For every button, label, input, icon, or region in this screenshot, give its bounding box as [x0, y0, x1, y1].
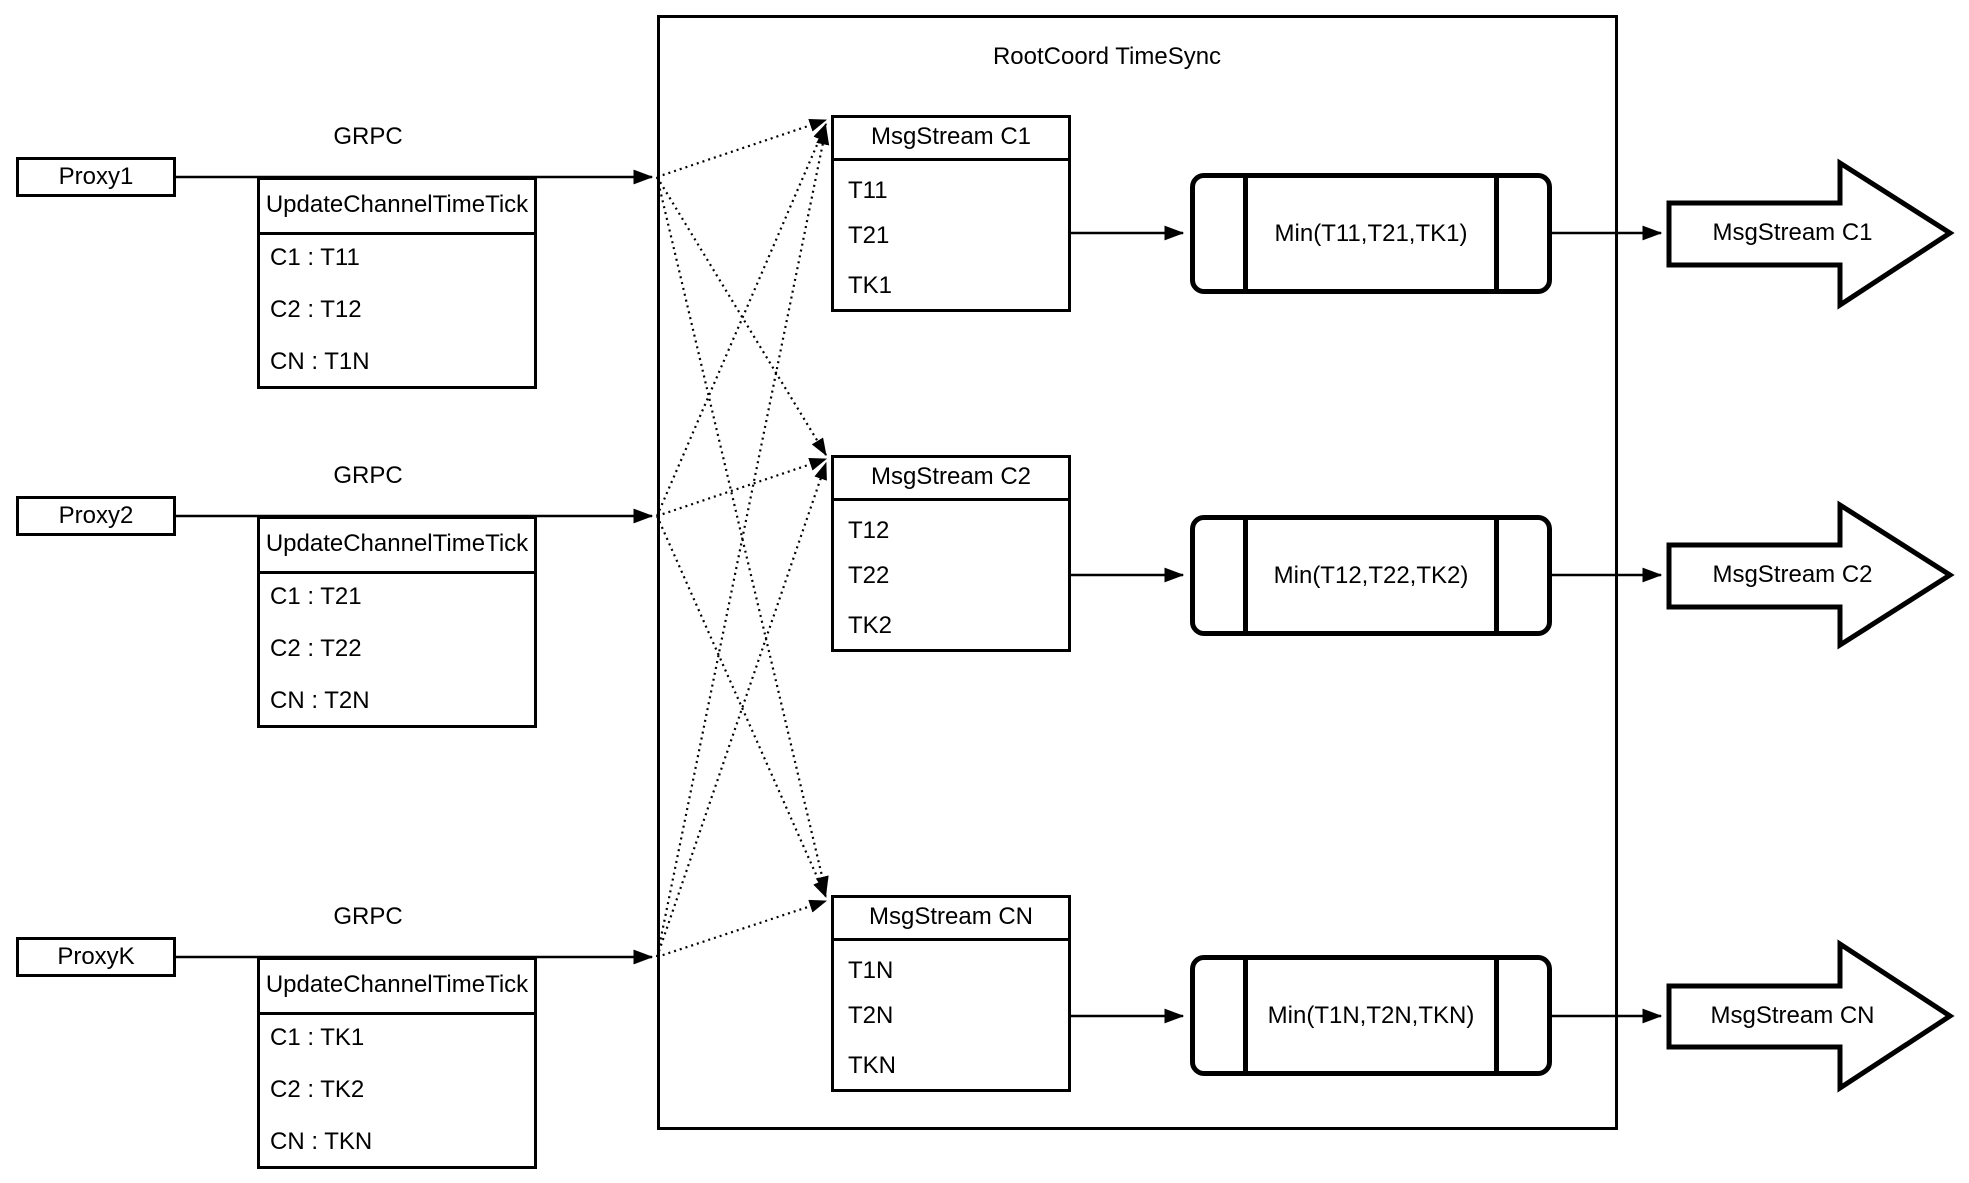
output-arrow-label-3: MsgStream CN	[1710, 1002, 1875, 1029]
proxy-box-2: Proxy2	[16, 496, 176, 536]
min-process-box-1: Min(T11,T21,TK1)	[1190, 173, 1552, 294]
grpc-label-3: GRPC	[333, 903, 403, 930]
process-divider	[1494, 960, 1499, 1071]
msgstream-table-1: MsgStream C1 T11 T21 TK1	[831, 115, 1071, 312]
msgstream-table-header: MsgStream C2	[834, 458, 1068, 501]
min-label: Min(T11,T21,TK1)	[1274, 219, 1468, 247]
msgstream-table-header: MsgStream C1	[834, 118, 1068, 161]
update-table-header: UpdateChannelTimeTick	[260, 180, 534, 235]
proxy-box-3: ProxyK	[16, 937, 176, 977]
proxy-box-1: Proxy1	[16, 157, 176, 197]
update-table-entry: CN : T2N	[270, 687, 370, 714]
update-timetick-table-2: UpdateChannelTimeTick C1 : T21 C2 : T22 …	[257, 516, 537, 728]
update-table-entry: CN : T1N	[270, 348, 370, 375]
msgstream-table-entry: T11	[848, 177, 888, 204]
grpc-label-2: GRPC	[333, 462, 403, 489]
min-label: Min(T1N,T2N,TKN)	[1267, 1001, 1475, 1029]
update-timetick-table-3: UpdateChannelTimeTick C1 : TK1 C2 : TK2 …	[257, 957, 537, 1169]
msgstream-table-entry: T21	[848, 222, 890, 249]
update-table-entry: C1 : TK1	[270, 1024, 365, 1051]
update-table-entry: C2 : TK2	[270, 1076, 365, 1103]
msgstream-table-entry: T12	[848, 517, 890, 544]
update-table-entry: C2 : T22	[270, 635, 362, 662]
update-table-entry: C2 : T12	[270, 296, 362, 323]
msgstream-table-entry: T22	[848, 562, 890, 589]
msgstream-table-entry: T1N	[848, 957, 894, 984]
output-arrow-label-1: MsgStream C1	[1712, 219, 1873, 246]
update-table-entry: C1 : T21	[270, 583, 362, 610]
process-divider	[1494, 178, 1499, 289]
process-divider	[1494, 520, 1499, 631]
min-process-box-2: Min(T12,T22,TK2)	[1190, 515, 1552, 636]
process-divider	[1243, 960, 1248, 1071]
msgstream-table-entry: TK2	[848, 612, 893, 639]
msgstream-table-entry: TKN	[848, 1052, 896, 1079]
process-divider	[1243, 178, 1248, 289]
min-label: Min(T12,T22,TK2)	[1273, 561, 1469, 589]
update-timetick-table-1: UpdateChannelTimeTick C1 : T11 C2 : T12 …	[257, 177, 537, 389]
update-table-entry: CN : TKN	[270, 1128, 373, 1155]
msgstream-table-entry: TK1	[848, 272, 893, 299]
process-divider	[1243, 520, 1248, 631]
update-table-header: UpdateChannelTimeTick	[260, 960, 534, 1015]
msgstream-table-3: MsgStream CN T1N T2N TKN	[831, 895, 1071, 1092]
update-table-header: UpdateChannelTimeTick	[260, 519, 534, 574]
msgstream-table-header: MsgStream CN	[834, 898, 1068, 941]
min-process-box-3: Min(T1N,T2N,TKN)	[1190, 955, 1552, 1076]
grpc-label-1: GRPC	[333, 123, 403, 150]
output-arrow-label-2: MsgStream C2	[1712, 561, 1873, 588]
update-table-entry: C1 : T11	[270, 244, 360, 271]
msgstream-table-2: MsgStream C2 T12 T22 TK2	[831, 455, 1071, 652]
rootcoord-title: RootCoord TimeSync	[992, 43, 1222, 70]
msgstream-table-entry: T2N	[848, 1002, 894, 1029]
